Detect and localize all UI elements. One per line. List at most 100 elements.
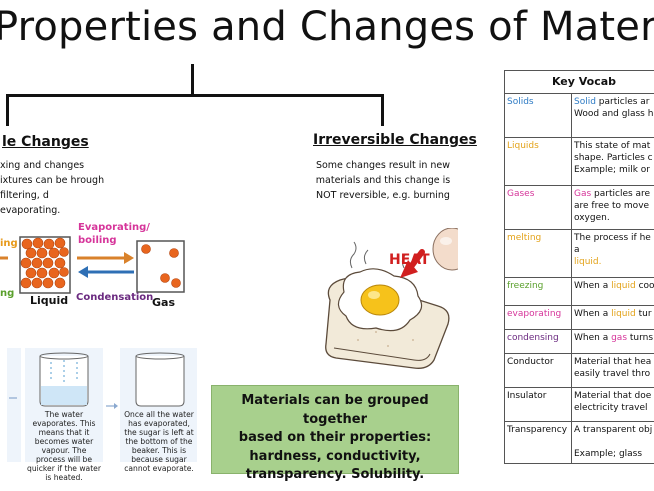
evaporating-label: Evaporating/ boiling [78,221,150,247]
vocab-term: melting [504,229,572,278]
vocab-term: Gases [504,185,572,230]
vocab-definition-line: A transparent obj [574,424,654,436]
vocab-definition-segment: When a [574,281,612,291]
vocab-term: Conductor [504,353,572,388]
vocab-definition-line: When a liquid tur [574,308,654,320]
vocab-definition-segment: When a [574,309,612,319]
vocab-definition-line: Wood and glass h [574,108,654,120]
vocab-definition-line: Solid particles ar [574,96,654,108]
vocab-definition-segment: particles are [591,189,651,199]
vocab-definition-segment: This state of mat [574,141,651,151]
vocab-definition-line: easily travel thro [574,368,654,380]
vocab-definition-segment: Material that doe [574,391,652,401]
vocab-definition-line: The process if he [574,232,654,244]
vocab-definition-line: This state of mat [574,140,654,152]
left-arrow-label-fragment: ing [0,238,18,249]
vocab-definition-segment: tur [635,309,652,319]
vocab-definition-line: Material that doe [574,390,654,402]
beakers-illustration [7,348,197,462]
vocab-definition-segment: When a [574,333,612,343]
tree-branch [6,94,384,97]
vocab-definition-segment: Example; glass [574,449,643,459]
vocab-definition-line: Gas particles are [574,188,654,200]
vocab-definition-segment: shape. Particles c [574,153,653,163]
liquid-label: Liquid [30,294,69,307]
vocab-definition: This state of mat shape. Particles c Examp… [571,137,654,186]
evaporating-label-line1: Evaporating/ [78,222,150,233]
properties-summary-text: Materials can be grouped together based … [212,392,458,485]
vocab-definition-segment: are free to move [574,201,650,211]
vocab-definition-segment: a [574,245,580,255]
vocab-definition-segment: oxygen. [574,213,610,223]
heat-label: HEAT [389,252,430,268]
summary-line-1: Materials can be grouped together [241,393,429,427]
vocab-definition-segment: electricity travel [574,403,648,413]
vocab-definition-segment: coo [635,281,654,291]
states-diagram [0,236,185,294]
vocab-definition: When a liquid coo [571,277,654,306]
irreversible-changes-heading: Irreversible Changes [313,132,477,148]
vocab-header-row: Key Vocab [504,70,654,94]
reversible-changes-text: xing and changes ixtures can be hrough f… [0,160,105,216]
vocab-definition-segment: Solid [574,97,596,107]
properties-summary-box: Materials can be grouped together based … [211,385,459,482]
beaker-right-caption: Once all the water has evaporated, the s… [124,410,194,473]
tree-left-drop [6,94,9,126]
vocab-definition-segment: easily travel thro [574,369,651,379]
vocab-definition-segment: turns [627,333,654,343]
reversible-changes-heading: le Changes [2,134,89,150]
vocab-definition-line: shape. Particles c [574,152,654,164]
vocab-definition-line: are free to move [574,200,654,212]
tree-right-drop [381,94,384,126]
vocab-term: freezing [504,277,572,306]
vocab-definition-line: When a liquid coo [574,280,654,292]
page-title: Properties and Changes of Materi [0,4,654,50]
vocab-term: condensing [504,329,572,354]
vocab-definition-segment: Gas [574,189,592,199]
vocab-definition-line: oxygen. [574,212,654,224]
vocab-definition-line: When a gas turns [574,332,654,344]
vocab-header: Key Vocab [504,70,654,94]
vocab-definition-segment: gas [611,333,628,343]
vocab-term: Transparency [504,421,572,464]
summary-line-2: based on their properties: [238,430,432,445]
vocab-term: Insulator [504,387,572,422]
vocab-definition-segment: Example; milk or [574,165,650,175]
vocab-definition-line: Example; milk or [574,164,654,176]
vocab-definition-line: Material that hea [574,356,654,368]
vocab-definition-line: a [574,244,654,256]
left-label-fragment: ng [0,288,15,299]
vocab-definition: When a gas turns [571,329,654,354]
vocab-definition-line: electricity travel [574,402,654,414]
vocab-definition-line: Example; glass [574,448,654,460]
vocab-definition-line [574,436,654,448]
tree-stem [191,64,194,96]
vocab-term: Solids [504,93,572,138]
vocab-definition: The process if he a liquid. [571,229,654,278]
vocab-definition-segment: A transparent obj [574,425,653,435]
vocab-definition-line: liquid. [574,256,654,268]
vocab-term: Liquids [504,137,572,186]
summary-line-4: transparency. Solubility. [245,467,425,482]
beaker-left-caption: The water evaporates. This means that it… [27,410,101,482]
vocab-definition: Material that hea easily travel thro [571,353,654,388]
vocab-definition: When a liquid tur [571,305,654,330]
vocab-definition-segment: Material that hea [574,357,652,367]
fried-egg-toast-illustration [325,228,458,369]
vocab-definition-segment: particles ar [595,97,650,107]
vocab-definition-segment: The process if he [574,233,651,243]
condensation-label: Condensation [76,292,154,303]
vocab-definition-segment: liquid. [574,257,602,267]
vocab-term: evaporating [504,305,572,330]
